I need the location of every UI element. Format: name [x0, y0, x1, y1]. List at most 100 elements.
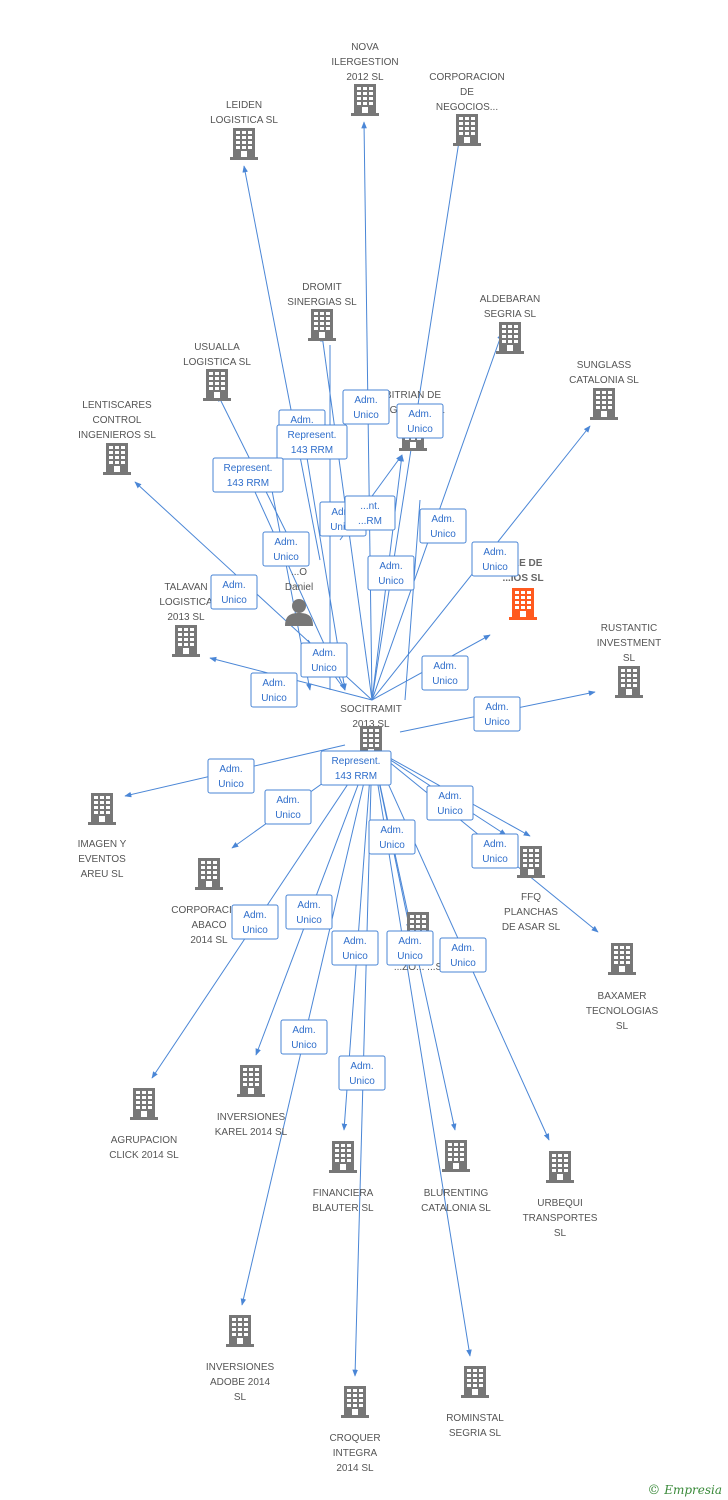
- node-label: INVESTMENT: [597, 638, 661, 649]
- edge-label[interactable]: Adm.Unico: [231, 904, 279, 940]
- edge-label[interactable]: Adm.Unico: [250, 672, 298, 708]
- node-corp_negocios[interactable]: CORPORACIONDENEGOCIOS...: [429, 72, 505, 146]
- building-icon: [237, 1065, 265, 1097]
- node-label: INGENIEROS SL: [78, 430, 156, 441]
- edge-label[interactable]: Adm.Unico: [471, 833, 519, 869]
- node-label: DE ASAR SL: [502, 922, 561, 933]
- node-label: LOGISTICA: [159, 597, 213, 608]
- building-icon: [88, 793, 116, 825]
- node-label: 2012 SL: [346, 72, 384, 83]
- edge-label[interactable]: Represent.143 RRM: [212, 457, 284, 493]
- node-mid[interactable]: ...ZO... ...S: [394, 912, 443, 973]
- edge-label[interactable]: Adm.Unico: [207, 758, 255, 794]
- edge-label[interactable]: Adm.Unico: [368, 819, 416, 855]
- edge-label-text: Unico: [450, 958, 476, 969]
- edge-label[interactable]: Adm.Unico: [262, 531, 310, 567]
- edge-label[interactable]: Adm.Unico: [264, 789, 312, 825]
- edge-2: [242, 165, 321, 561]
- edge-label-box: [210, 574, 258, 610]
- edge-label-box: [426, 785, 474, 821]
- node-label: SINERGIAS SL: [287, 297, 357, 308]
- node-label: KAREL 2014 SL: [215, 1127, 288, 1138]
- copyright-notice: © Empresia: [647, 1483, 722, 1498]
- edge-label[interactable]: Adm.Unico: [367, 555, 415, 591]
- node-label: FFQ: [521, 892, 541, 903]
- edge-label-box: [342, 389, 390, 425]
- edge-label-box: [207, 758, 255, 794]
- edge-label[interactable]: ...nt. ...RM: [344, 495, 396, 531]
- edge-label-text: Unico: [221, 595, 247, 606]
- edge-label[interactable]: Adm.Unico: [439, 937, 487, 973]
- node-focus[interactable]: ...RE DE...IOS SL: [502, 558, 544, 620]
- brand-logo[interactable]: Empresia: [664, 1483, 722, 1497]
- edge-label[interactable]: Adm.Unico: [300, 642, 348, 678]
- edge-label-text: Unico: [218, 779, 244, 790]
- node-label: Daniel: [285, 582, 313, 593]
- node-label: BLAUTER SL: [312, 1203, 374, 1214]
- node-label: ...IOS SL: [502, 573, 543, 584]
- node-label: LEIDEN: [226, 100, 262, 111]
- edge-label-text: Adm.: [312, 648, 335, 659]
- building-icon: [546, 1151, 574, 1183]
- edge-label-text: Adm.: [483, 839, 506, 850]
- edge-label[interactable]: Adm.Unico: [396, 403, 444, 439]
- edge-label[interactable]: Adm.Unico: [426, 785, 474, 821]
- node-blurenting[interactable]: BLURENTING CATALONIA SL: [421, 1140, 491, 1214]
- edge-label[interactable]: Adm.Unico: [210, 574, 258, 610]
- node-label: SUNGLASS: [577, 360, 632, 371]
- node-label: SL: [554, 1228, 567, 1239]
- edge-label[interactable]: Adm.Unico: [342, 389, 390, 425]
- edge-label-text: Unico: [353, 410, 379, 421]
- edge-label-box: [250, 672, 298, 708]
- node-label: CATALONIA SL: [421, 1203, 491, 1214]
- building-icon: [453, 114, 481, 146]
- edge-label-text: Adm.: [262, 678, 285, 689]
- edge-label[interactable]: Adm.Unico: [386, 930, 434, 966]
- edge-label[interactable]: Adm.Unico: [331, 930, 379, 966]
- edge-label[interactable]: Represent.143 RRM: [320, 750, 392, 786]
- edge-label-text: ...nt.: [360, 501, 379, 512]
- node-label: BLURENTING: [424, 1188, 489, 1199]
- edge-label-text: Represent.: [288, 430, 337, 441]
- edge-label-box: [421, 655, 469, 691]
- edge-label-text: Unico: [407, 424, 433, 435]
- edge-label-text: Unico: [242, 925, 268, 936]
- node-label: 2013 SL: [352, 719, 390, 730]
- edge-label[interactable]: Adm.Unico: [421, 655, 469, 691]
- building-icon: [308, 309, 336, 341]
- edge-label-text: 143 RRM: [335, 771, 377, 782]
- edge-label[interactable]: Adm.Unico: [473, 696, 521, 732]
- edge-label[interactable]: Represent.143 RRM: [276, 424, 348, 460]
- edge-label[interactable]: Adm.Unico: [280, 1019, 328, 1055]
- edge-label[interactable]: Adm.Unico: [285, 894, 333, 930]
- edge-label[interactable]: Adm.Unico: [338, 1055, 386, 1091]
- edge-label-box: [338, 1055, 386, 1091]
- edge-31: [404, 499, 421, 701]
- edge-label[interactable]: Adm.Unico: [471, 541, 519, 577]
- edge-label[interactable]: Adm.Unico: [419, 508, 467, 544]
- edge-label-text: Unico: [379, 840, 405, 851]
- edge-label-text: ...RM: [358, 516, 382, 527]
- edge-label-text: Unico: [296, 915, 322, 926]
